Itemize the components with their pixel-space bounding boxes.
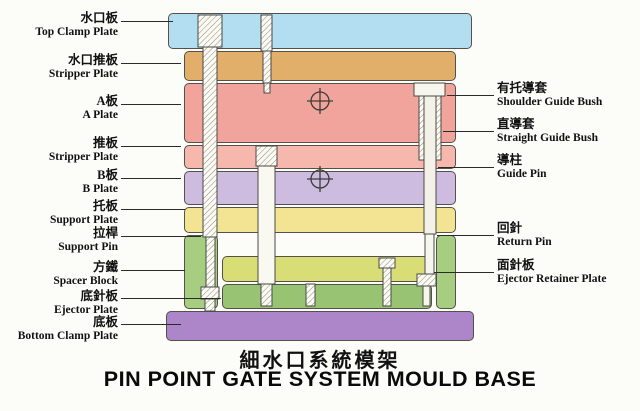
- title-english: PIN POINT GATE SYSTEM MOULD BASE: [103, 367, 537, 391]
- label-zh: 托板: [92, 199, 118, 213]
- label-shoulder-guide-bush: 有托導套 Shoulder Guide Bush: [497, 81, 603, 108]
- label-zh: 有托導套: [497, 81, 548, 95]
- label-return-pin: 回針 Return Pin: [497, 221, 552, 248]
- label-zh: 拉桿: [92, 226, 118, 240]
- label-zh: 底針板: [80, 289, 118, 303]
- plate-ejector-retainer: [222, 256, 432, 282]
- label-en: Guide Pin: [497, 167, 547, 180]
- label-en: Bottom Clamp Plate: [17, 329, 118, 342]
- leader-line: [443, 131, 494, 132]
- label-zh: 水口推板: [67, 53, 118, 67]
- label-en: Ejector Retainer Plate: [497, 272, 607, 285]
- label-en: Stripper Plate: [48, 67, 118, 80]
- support-pin-graphic: [197, 14, 223, 312]
- label-top-clamp-plate: 水口板 Top Clamp Plate: [35, 11, 118, 38]
- label-en: Shoulder Guide Bush: [497, 95, 603, 108]
- label-en: Return Pin: [497, 235, 552, 248]
- label-en: A Plate: [82, 108, 118, 121]
- label-zh: B板: [97, 168, 118, 182]
- leader-line: [121, 298, 221, 299]
- label-bottom-clamp-plate: 底板 Bottom Clamp Plate: [17, 315, 118, 342]
- leader-line: [121, 146, 181, 147]
- label-guide-pin: 導柱 Guide Pin: [497, 153, 547, 180]
- label-en: Straight Guide Bush: [497, 131, 598, 144]
- leader-line: [121, 324, 181, 325]
- plate-stripper: [184, 145, 456, 169]
- plate-bottom-clamp: [166, 311, 474, 341]
- label-ejector-plate: 底針板 Ejector Plate: [54, 289, 118, 316]
- label-straight-guide-bush: 直導套 Straight Guide Bush: [497, 117, 598, 144]
- label-stripper-plate: 推板 Stripper Plate: [48, 136, 118, 163]
- label-support-plate: 托板 Support Plate: [49, 199, 118, 226]
- label-en: Support Plate: [49, 213, 118, 226]
- leader-line: [121, 63, 181, 64]
- leader-line: [121, 209, 185, 210]
- label-zh: 回針: [497, 221, 523, 235]
- label-zh: 推板: [92, 136, 118, 150]
- center-marks: [307, 88, 333, 192]
- label-runner-stripper-plate: 水口推板 Stripper Plate: [48, 53, 118, 80]
- leader-line: [121, 21, 173, 22]
- leader-line: [121, 104, 181, 105]
- label-zh: 直導套: [497, 117, 535, 131]
- label-en: Ejector Plate: [54, 303, 118, 316]
- label-en: Spacer Block: [53, 274, 118, 287]
- sprue-puller-pin-graphic: [260, 14, 273, 94]
- label-zh: 底板: [92, 315, 118, 329]
- plate-support: [184, 207, 456, 233]
- label-zh: 方鐵: [92, 260, 118, 274]
- plate-ejector: [222, 284, 432, 309]
- leader-line: [437, 235, 494, 236]
- ejector-screws-graphic: [305, 257, 396, 307]
- label-zh: 導柱: [497, 153, 523, 167]
- leader-line: [121, 270, 185, 271]
- label-en: Top Clamp Plate: [35, 25, 118, 38]
- guide-pin-graphic: [423, 95, 437, 235]
- label-zh: 面針板: [497, 258, 535, 272]
- return-pin-graphic: [416, 233, 437, 307]
- leader-line: [121, 178, 181, 179]
- label-support-pin: 拉桿 Support Pin: [58, 226, 118, 253]
- title-chinese: 細水口系統模架: [239, 350, 401, 372]
- plate-runner-stripper: [184, 51, 456, 81]
- label-a-plate: A板 A Plate: [82, 94, 118, 121]
- label-en: Support Pin: [58, 240, 118, 253]
- label-en: Stripper Plate: [48, 150, 118, 163]
- center-guide-pin-graphic: [255, 145, 278, 307]
- leader-line: [121, 236, 201, 237]
- label-zh: A板: [96, 94, 118, 108]
- leader-line: [447, 95, 494, 96]
- leader-line: [434, 272, 494, 273]
- label-zh: 水口板: [80, 11, 118, 25]
- label-spacer-block: 方鐵 Spacer Block: [53, 260, 118, 287]
- label-b-plate: B板 B Plate: [82, 168, 118, 195]
- leader-line: [438, 167, 494, 168]
- label-ejector-retainer-plate: 面針板 Ejector Retainer Plate: [497, 258, 607, 285]
- label-en: B Plate: [82, 182, 118, 195]
